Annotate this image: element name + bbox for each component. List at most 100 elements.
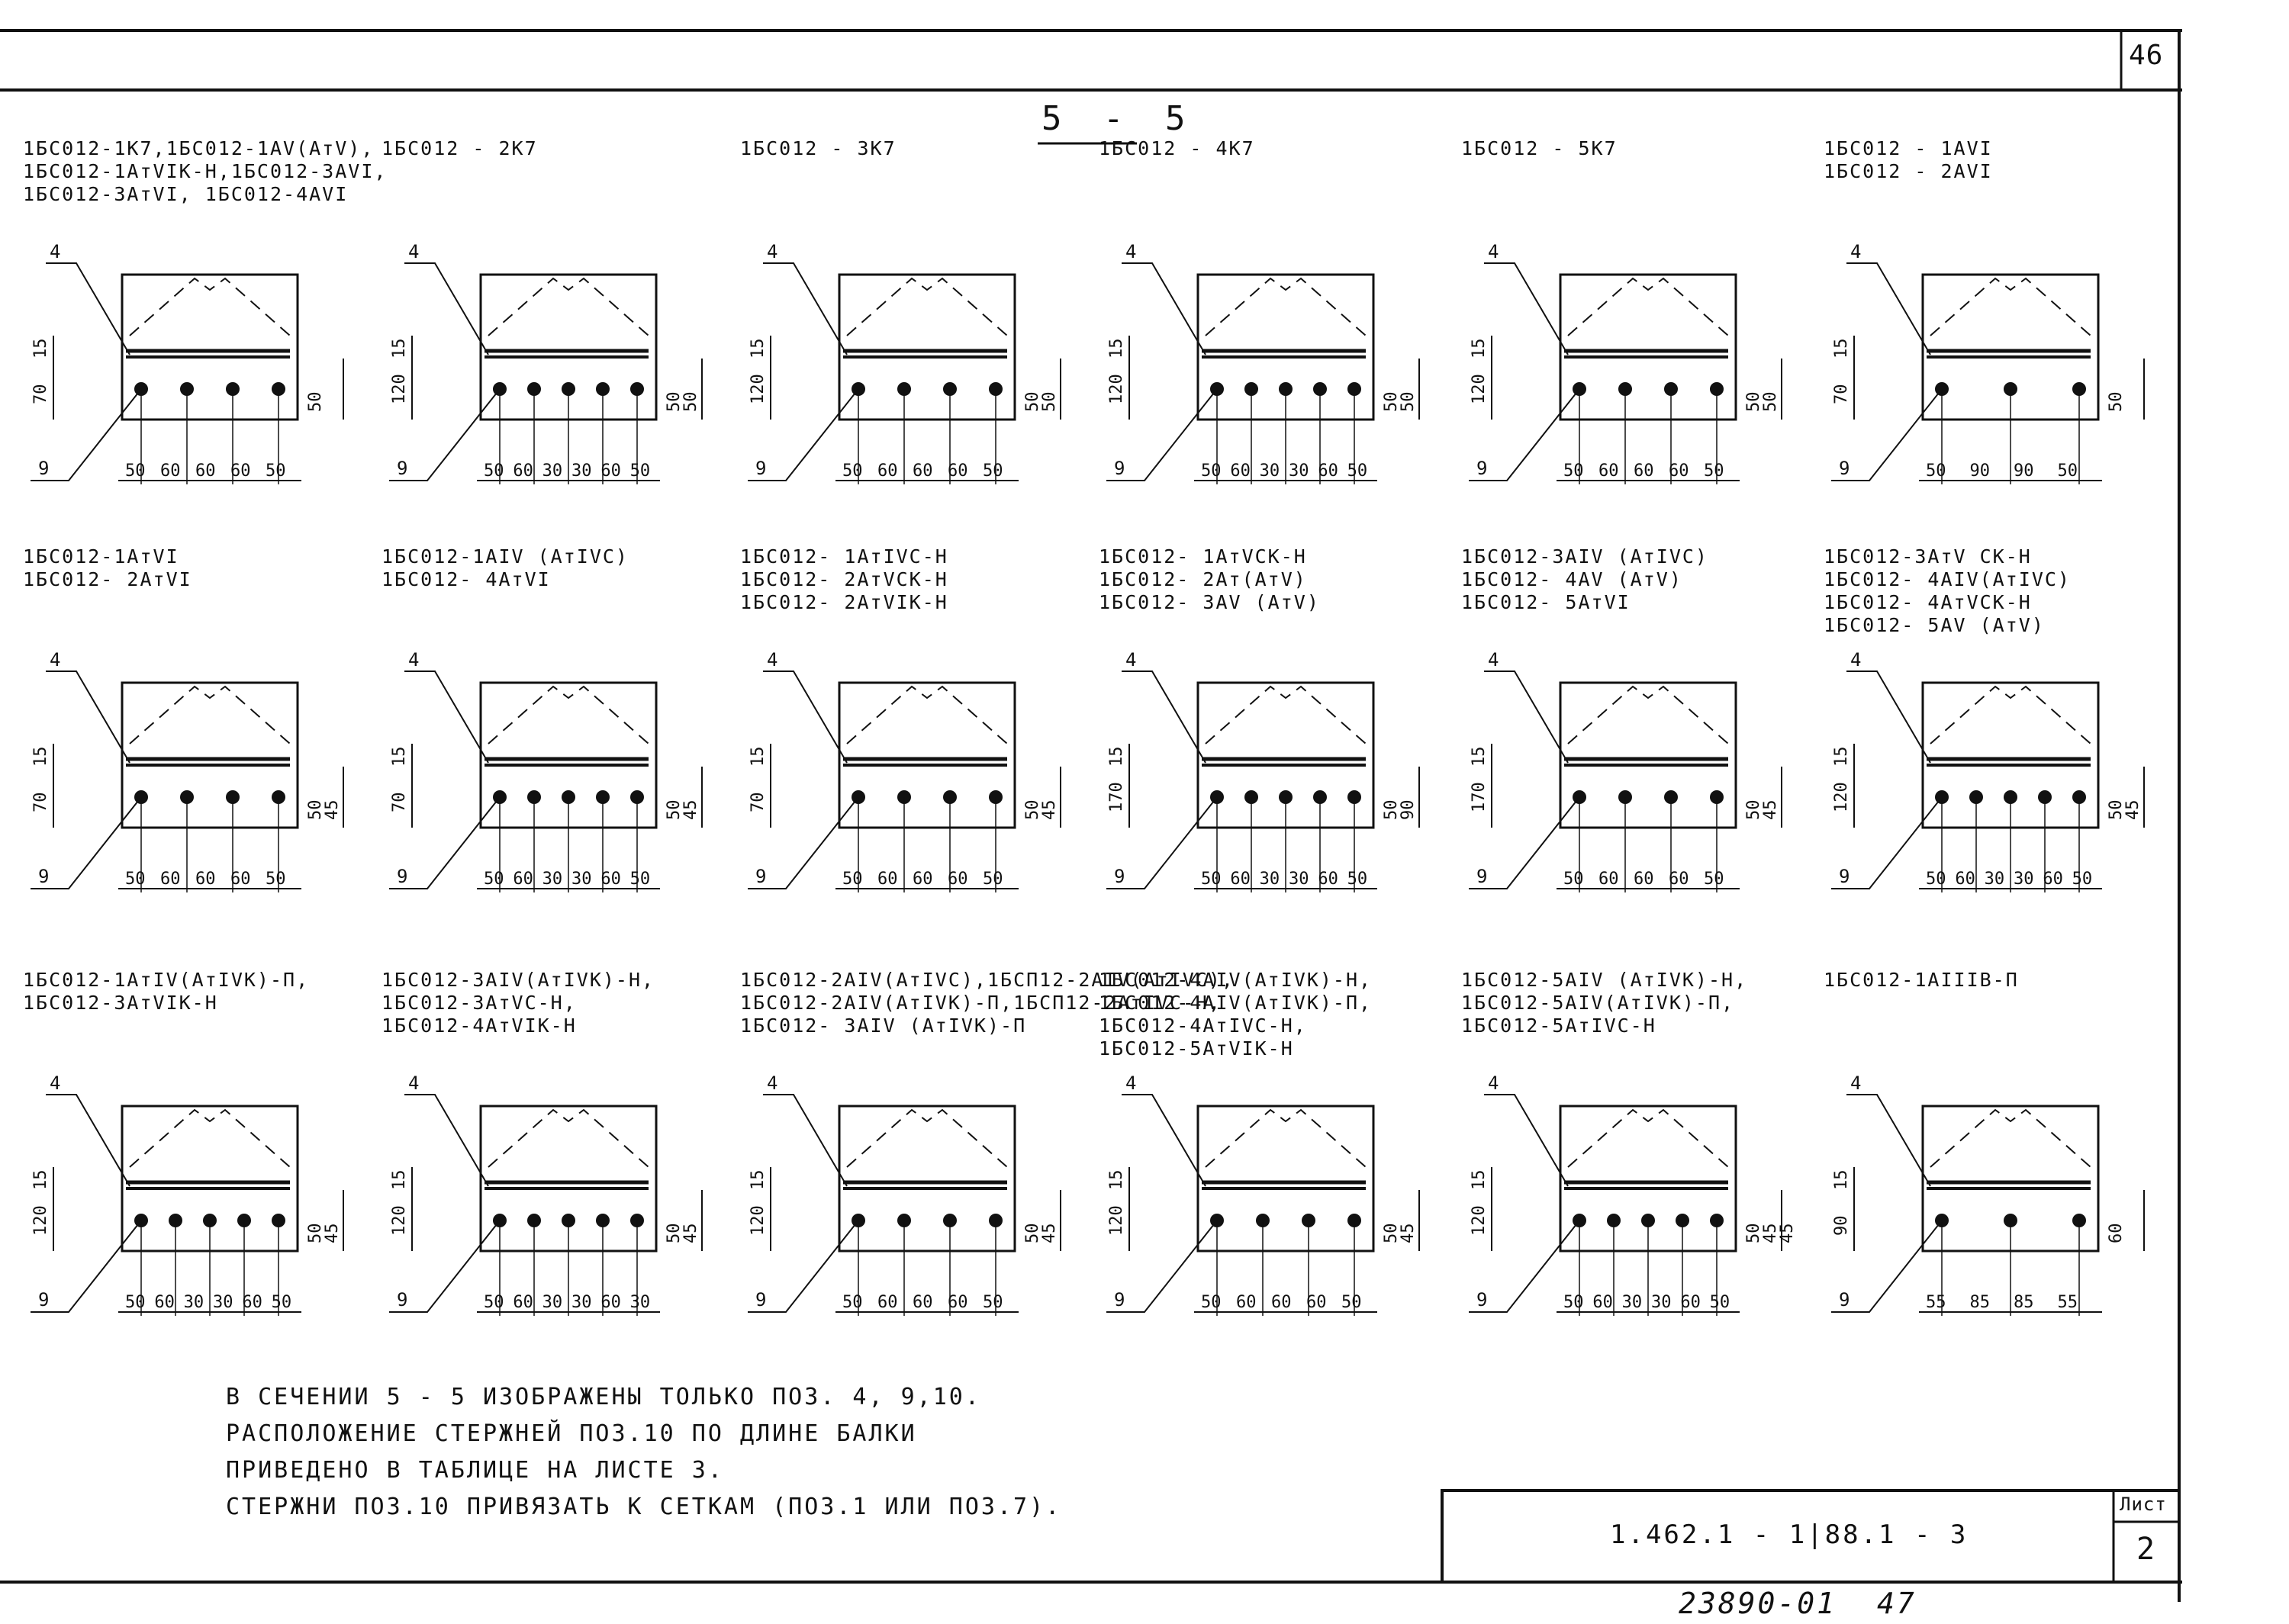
section-caption-line: 1БС012-4АIV(АтIVК)-Н, [1099,969,1373,991]
left-dimension-label: 15 [31,747,50,767]
section-title: 5 - 5 [1041,99,1196,138]
mark-pos-9: 9 [397,1289,407,1310]
bottom-dimension-label: 60 [160,870,181,889]
leader-pos-4 [1846,262,1931,355]
archive-number: 23890-01 [1679,1587,1837,1620]
note-line-1: В СЕЧЕНИИ 5 - 5 ИЗОБРАЖЕНЫ ТОЛЬКО ПОЗ. 4… [226,1384,981,1410]
bottom-dimension-label: 50 [842,870,863,889]
bottom-dimension-label: 60 [513,1293,533,1312]
left-dimension-label: 120 [749,1205,768,1236]
section-caption-line: 1БС012- 4АV (АтV) [1461,568,1682,590]
note-line-2: РАСПОЛОЖЕНИЕ СТЕРЖНЕЙ ПОЗ.10 ПО ДЛИНЕ БА… [226,1420,917,1447]
leader-pos-9 [31,1220,142,1313]
bottom-dimension-label: 60 [1306,1293,1327,1312]
bottom-dimension-label: 50 [983,1293,1003,1312]
right-dimension-label: 50 [2107,392,2126,413]
bottom-dimension-label: 50 [484,870,504,889]
mark-pos-4: 4 [767,241,777,262]
section-caption-line: 1БС012- 4АтVI [382,568,551,590]
haunch-outline [1930,1108,2091,1168]
bottom-dimension-label: 30 [542,461,563,481]
mark-pos-9: 9 [1114,458,1125,479]
left-dimension-label: 15 [31,1170,50,1191]
mark-pos-9: 9 [1476,458,1487,479]
beam-outline [838,1105,1016,1253]
right-dimension-label: 50 [665,392,684,413]
section-caption: 1БС012 - 4К7 [1099,137,1255,160]
leader-pos-4 [1484,671,1569,764]
left-dimension-label: 15 [1470,747,1489,767]
leader-pos-9 [748,796,859,889]
left-dimension-label: 15 [390,339,409,359]
bottom-dimension-label: 60 [230,461,251,481]
note-line-4: СТЕРЖНИ ПОЗ.10 ПРИВЯЗАТЬ К СЕТКАМ (ПОЗ.1… [226,1494,1062,1520]
bottom-dimension-label: 50 [1926,870,1946,889]
bottom-dimension-label: 50 [1201,1293,1222,1312]
leader-pos-9 [1469,796,1580,889]
leader-pos-4 [404,262,489,355]
right-dimension-label: 50 [1023,392,1042,413]
mark-pos-9: 9 [38,1289,49,1310]
mark-pos-4: 4 [1488,241,1499,262]
sheet-label: Лист [2120,1494,2167,1515]
bottom-dimension-label: 30 [571,461,592,481]
bottom-dimension-label: 50 [2058,461,2078,481]
leader-pos-4 [763,262,848,355]
mark-pos-9: 9 [1839,866,1850,887]
mark-pos-9: 9 [397,458,407,479]
beam-outline [838,273,1016,421]
bottom-dimension-label: 60 [195,461,216,481]
bottom-dimension-label: 50 [842,461,863,481]
section-caption-line: 1БС012- 3АIV (АтIVК)-П [740,1015,1027,1037]
leader-pos-9 [1106,1220,1218,1313]
beam-outline [1559,681,1737,829]
bottom-dimension-label: 60 [242,1293,262,1312]
right-dimension-label: 45 [681,1224,700,1244]
section-caption-line: 1БС012 - 2АVI [1824,160,1993,182]
left-dimension-label: 70 [31,793,50,813]
mark-pos-4: 4 [1850,1072,1861,1094]
section-caption-line: 1БС012-3АтV СК-Н [1824,545,2032,568]
beam-outline [121,273,299,421]
section-caption: 1БС012 - 3К7 [740,137,897,160]
haunch-outline [846,1108,1008,1168]
right-dimension-label: 50 [1023,800,1042,821]
right-dimension-label: 45 [1040,800,1059,821]
section-caption-line: 1БС012-1К7,1БС012-1АV(АтV), [23,137,375,159]
left-dimension-label: 120 [390,374,409,404]
section-caption-line: 1БС012 - 3К7 [740,137,897,159]
leader-pos-9 [1106,388,1218,481]
bottom-dimension-label: 50 [1563,870,1584,889]
section-caption-line: 1БС012-1АIV (АтIVС) [382,545,629,568]
bottom-dimension-label: 50 [266,870,286,889]
leader-pos-4 [1846,1094,1931,1187]
mark-pos-4: 4 [1850,649,1861,671]
corner-page-number: 46 [2129,40,2164,71]
bottom-dimension-label: 60 [1634,870,1654,889]
bottom-dimension-label: 60 [1955,870,1975,889]
mark-pos-9: 9 [1476,866,1487,887]
haunch-outline [129,685,291,744]
mark-pos-9: 9 [755,866,766,887]
section-caption-line: 1БС012- 2АтVI [23,568,192,590]
left-dimension-label: 15 [1470,1170,1489,1191]
section-caption-line: 1БС012-1АIIIВ-П [1824,969,2019,991]
bottom-dimension-label: 60 [230,870,251,889]
left-dimension-label: 15 [1832,747,1851,767]
beam-outline [121,681,299,829]
bottom-dimension-label: 30 [571,870,592,889]
bottom-dimension-label: 90 [2014,461,2034,481]
bottom-dimension-label: 30 [2014,870,2034,889]
left-dimension-label: 15 [749,747,768,767]
left-dimension-label: 15 [390,1170,409,1191]
leader-pos-9 [748,1220,859,1313]
left-dimension-label: 15 [749,1170,768,1191]
haunch-outline [129,277,291,336]
bottom-dimension-label: 60 [1598,461,1619,481]
right-dimension-label: 45 [1761,800,1780,821]
section-caption-line: 1БС012-4АтIVС-Н, [1099,1015,1307,1037]
